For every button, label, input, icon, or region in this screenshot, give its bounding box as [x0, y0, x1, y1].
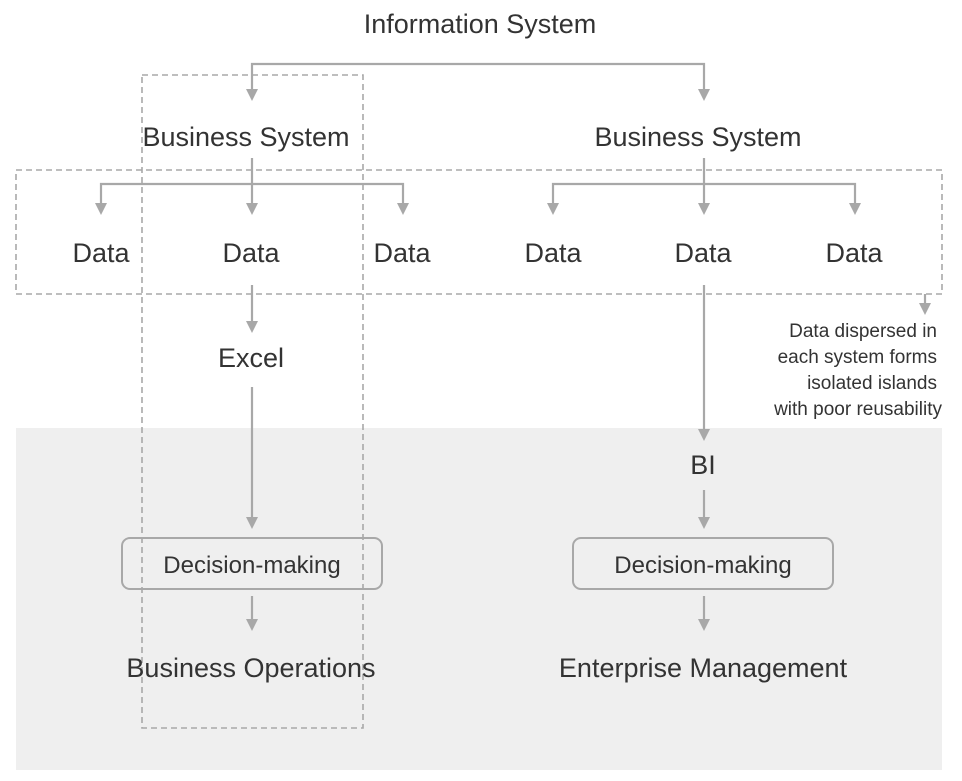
right-decision-box — [572, 537, 834, 590]
arrow-to-left-decision — [246, 517, 258, 529]
arrow-left-data-1 — [95, 203, 107, 215]
left-decision-box — [121, 537, 383, 590]
data-label-3: Data — [373, 238, 431, 268]
note-line-4: with poor reusability — [773, 399, 942, 420]
arrow-to-business-operations — [246, 619, 258, 631]
connector-right-fanout — [551, 158, 857, 204]
arrow-left-data-2 — [246, 203, 258, 215]
enterprise-management-label: Enterprise Management — [559, 653, 848, 683]
arrow-right-data-3 — [849, 203, 861, 215]
business-operations-label: Business Operations — [126, 653, 375, 683]
right-decision-label: Decision-making — [614, 552, 791, 579]
decision-layer-background — [16, 428, 942, 770]
note-line-1: Data dispersed in — [789, 321, 937, 342]
data-label-6: Data — [825, 238, 883, 268]
arrow-to-note — [919, 303, 931, 315]
arrow-left-data-3 — [397, 203, 409, 215]
arrow-to-enterprise-management — [698, 619, 710, 631]
note-line-3: isolated islands — [807, 373, 937, 394]
note-line-2: each system forms — [778, 347, 937, 368]
title: Information System — [364, 9, 597, 39]
data-label-1: Data — [72, 238, 130, 268]
data-layer-dashed-box — [15, 169, 943, 295]
excel-label: Excel — [218, 343, 284, 373]
data-label-4: Data — [524, 238, 582, 268]
arrow-right-data-1 — [547, 203, 559, 215]
business-system-right: Business System — [594, 122, 801, 152]
left-decision-label: Decision-making — [163, 552, 340, 579]
data-label-2: Data — [222, 238, 280, 268]
data-label-5: Data — [674, 238, 732, 268]
connector-title-split — [250, 62, 706, 90]
connector-left-fanout — [99, 158, 405, 204]
arrow-to-business-system-left — [246, 89, 258, 101]
arrow-to-business-system-right — [698, 89, 710, 101]
arrow-to-bi — [698, 429, 710, 441]
arrow-right-data-2 — [698, 203, 710, 215]
bi-label: BI — [690, 450, 716, 480]
arrow-to-excel — [246, 321, 258, 333]
arrow-to-right-decision — [698, 517, 710, 529]
business-system-left: Business System — [142, 122, 349, 152]
